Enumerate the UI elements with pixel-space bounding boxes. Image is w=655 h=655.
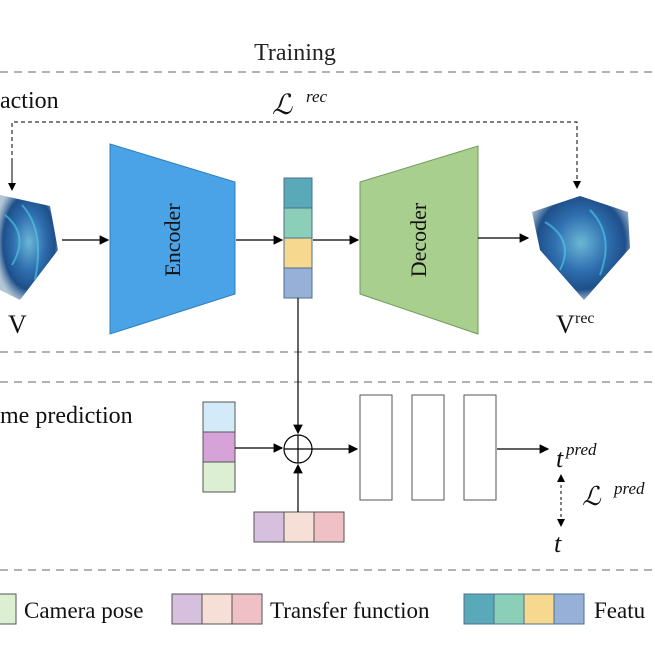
input-volume-label: V (8, 310, 27, 339)
legend-transfer-label: Transfer function (270, 598, 430, 623)
feature-cell-2 (283, 207, 313, 239)
legend: Camera pose Transfer function Featu (0, 593, 646, 625)
legend-camera-swatch (0, 593, 17, 625)
reconstruction-section-label: action (0, 88, 59, 114)
feature-vector (283, 177, 313, 299)
legend-feature-swatch-2 (493, 593, 525, 625)
legend-transfer-swatch-2 (201, 593, 233, 625)
training-title: Training (254, 40, 336, 66)
feature-cell-4 (283, 267, 313, 299)
output-volume-label: V (556, 310, 575, 339)
output-volume-image (532, 196, 630, 300)
loss-rec-path (11, 121, 581, 190)
mlp-layer-1 (359, 394, 393, 501)
loss-pred-superscript: pred (613, 479, 645, 498)
legend-transfer-swatch-1 (171, 593, 203, 625)
encoder-block (109, 143, 236, 335)
legend-feature-swatch-1 (463, 593, 495, 625)
legend-feature-swatch-4 (553, 593, 585, 625)
loss-rec-superscript: rec (306, 87, 328, 106)
decoder-block (359, 145, 479, 335)
t-true-label: t (554, 529, 562, 558)
loss-pred-symbol: ℒ (582, 482, 602, 511)
encoder-label: Encoder (160, 203, 185, 277)
sum-operator (283, 434, 313, 464)
time-prediction-section-label: me prediction (0, 403, 133, 429)
feature-cell-3 (283, 237, 313, 269)
input-volume-image (0, 195, 58, 300)
camera-pose-vector (202, 401, 236, 493)
transfer-function-vector (253, 511, 345, 543)
t-pred-superscript: pred (565, 440, 597, 459)
legend-transfer-swatch-3 (231, 593, 263, 625)
mlp-layer-3 (463, 394, 497, 501)
feature-cell-1 (283, 177, 313, 209)
legend-camera-label: Camera pose (24, 598, 143, 623)
decoder-label: Decoder (406, 202, 431, 277)
legend-feature-swatch-3 (523, 593, 555, 625)
legend-feature-label: Featu (594, 598, 646, 623)
t-pred-label: t (556, 444, 564, 473)
loss-rec-symbol: ℒ (272, 90, 293, 121)
output-volume-superscript: rec (575, 310, 595, 327)
mlp-layer-2 (411, 394, 445, 501)
